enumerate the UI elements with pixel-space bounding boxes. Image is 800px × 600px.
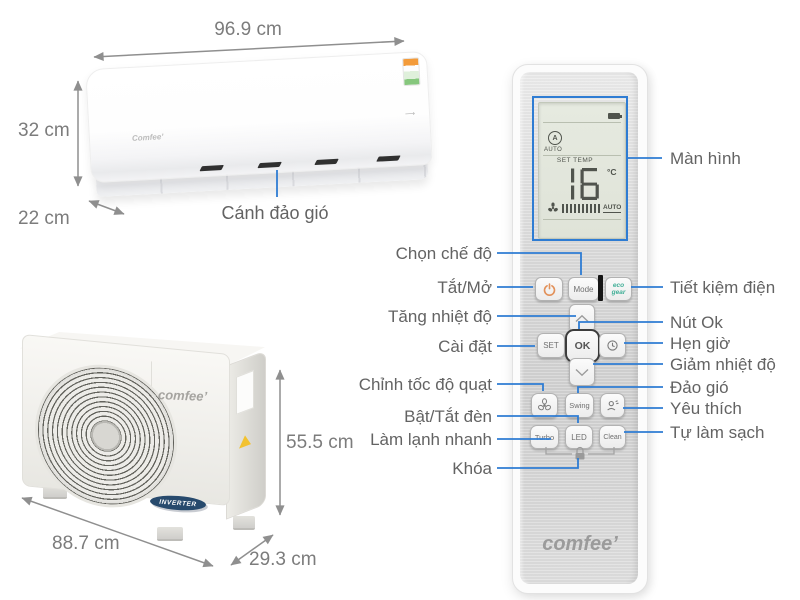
temp-value: 16 (539, 103, 540, 104)
chevron-up-icon (575, 314, 589, 323)
label-temp-up: Tăng nhiệt độ (388, 307, 492, 326)
label-led: Bật/Tắt đèn (404, 407, 492, 426)
outdoor-front-face (22, 333, 230, 514)
vent-slot (375, 155, 401, 162)
label-set: Cài đặt (438, 337, 492, 356)
vent-slot (314, 158, 340, 166)
fan-auto-text: AUTO (603, 204, 622, 213)
indoor-width-dimension: 96.9 cm (214, 19, 282, 40)
label-power: Tắt/Mở (437, 278, 492, 297)
outdoor-foot (233, 516, 255, 530)
lock-icon (575, 446, 585, 460)
timer-button[interactable] (599, 333, 626, 358)
warning-triangle-icon (239, 433, 251, 449)
energy-label-sticker (402, 57, 421, 87)
indoor-depth-dimension: 22 cm (18, 208, 70, 229)
label-swing: Đảo gió (670, 378, 729, 397)
label-timer: Hẹn giờ (670, 334, 731, 353)
power-button[interactable] (535, 277, 563, 301)
person-breeze-icon (607, 400, 619, 411)
set-button[interactable]: SET (537, 333, 565, 358)
spec-sticker (236, 369, 254, 415)
vent-slot (256, 161, 282, 169)
divider-bar (598, 275, 603, 301)
remote-control: A AUTO SET TEMP 16 °C (512, 64, 648, 594)
outdoor-brand-logo: comfee’ (157, 387, 208, 404)
outdoor-foot (157, 527, 183, 541)
chevron-down-icon (575, 368, 589, 376)
label-favorite: Yêu thích (670, 399, 742, 418)
battery-icon (608, 113, 622, 119)
indoor-height-dimension: 32 cm (18, 120, 70, 141)
favorite-button[interactable] (600, 393, 625, 418)
temp-value-digits (571, 168, 599, 200)
label-eco: Tiết kiệm điện (670, 278, 776, 297)
fan-speed-button[interactable] (531, 393, 558, 418)
fan-speed-bars (562, 204, 600, 213)
indoor-unit: Comfee’ ⟶ (85, 48, 436, 208)
outdoor-depth-dimension: 29.3 cm (249, 549, 317, 570)
fan-icon (538, 398, 551, 411)
power-icon (543, 282, 555, 296)
label-temp-down: Giảm nhiệt độ (670, 355, 776, 374)
label-display: Màn hình (670, 149, 741, 168)
indoor-unit-body: Comfee’ ⟶ (85, 50, 433, 184)
turbo-button[interactable]: Turbo (530, 425, 559, 449)
airflow-mark-icon: ⟶ (404, 110, 416, 119)
mode-text: AUTO (544, 147, 563, 153)
clock-icon (607, 340, 618, 351)
remote-brand-logo: comfee’ (542, 533, 618, 555)
eco-gear-button[interactable]: eco gear (605, 277, 632, 301)
indoor-brand-logo: Comfee’ (131, 132, 164, 143)
set-temp-label: SET TEMP (556, 157, 594, 164)
outdoor-side-face (226, 350, 266, 520)
label-mode-select: Chọn chế độ (395, 244, 492, 263)
label-self-clean: Tự làm sạch (670, 423, 765, 442)
remote-display: A AUTO SET TEMP 16 °C (538, 102, 626, 239)
swing-button[interactable]: Swing (565, 393, 594, 418)
outdoor-width-dimension: 88.7 cm (52, 533, 120, 554)
label-fan-speed: Chỉnh tốc độ quạt (358, 375, 492, 394)
temp-unit: °C (607, 167, 617, 177)
auto-mode-icon: A (548, 131, 562, 145)
swing-flap-label: Cánh đảo gió (221, 203, 329, 223)
temp-down-button[interactable] (569, 358, 595, 386)
mode-button[interactable]: Mode (568, 277, 599, 301)
lock-combo-bracket (545, 446, 615, 460)
clean-button[interactable]: Clean (599, 425, 626, 449)
led-button[interactable]: LED (565, 425, 593, 449)
vent-slot (199, 164, 224, 172)
outdoor-height-dimension: 55.5 cm (286, 432, 354, 453)
label-turbo: Làm lạnh nhanh (370, 430, 492, 449)
label-lock: Khóa (452, 459, 492, 478)
fan-icon (548, 202, 558, 212)
label-ok: Nút Ok (670, 313, 723, 332)
